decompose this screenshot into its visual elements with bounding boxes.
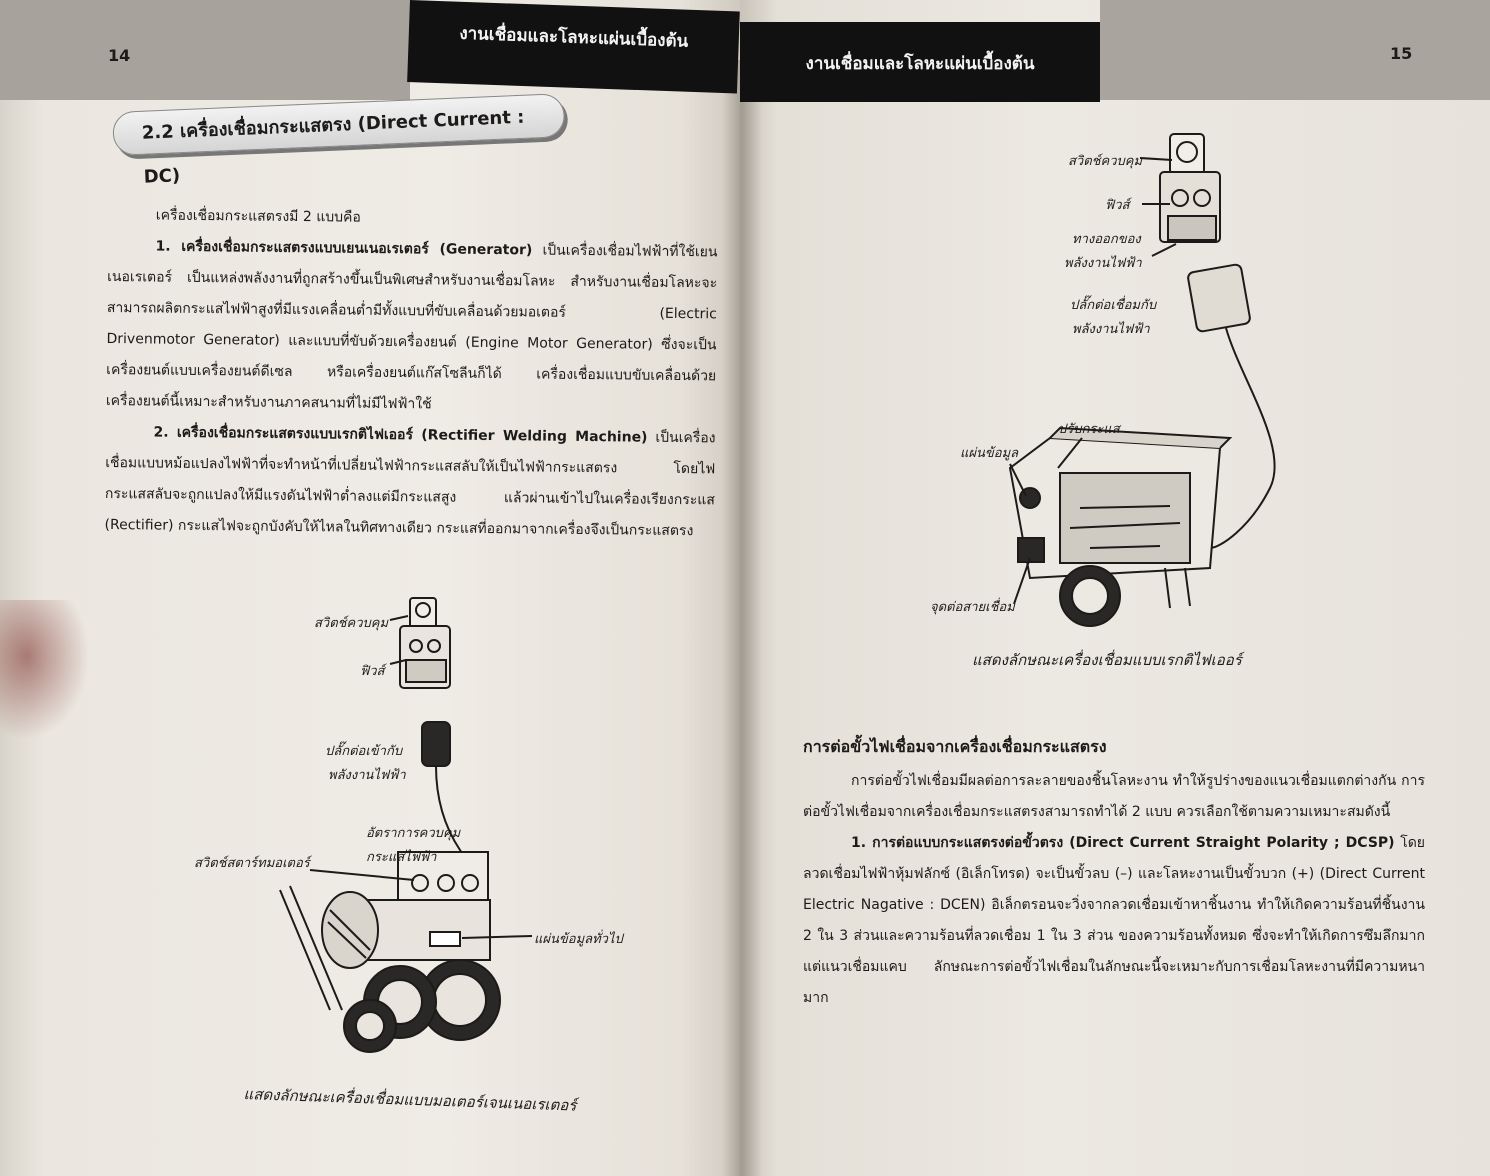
rectifier-illustration: [1008, 133, 1276, 627]
left-label-rate-2: กระแสไฟฟ้า: [366, 850, 437, 865]
left-label-fuse: ฟิวส์: [360, 664, 385, 679]
polarity-intro-paragraph: การต่อขั้วไฟเชื่อมมีผลต่อการละลายของชิ้น…: [803, 773, 1425, 820]
polarity-section-heading: การต่อขั้วไฟเชื่อมจากเครื่องเชื่อมกระแสต…: [803, 737, 1107, 756]
right-page-top-band: [1100, 0, 1490, 100]
right-label-outlet-2: พลังงานไฟฟ้า: [1064, 256, 1142, 271]
left-label-info-plate: แผ่นข้อมูลทั่วไป: [534, 932, 623, 947]
left-label-plug: ปลั๊กต่อเข้ากับ: [325, 744, 403, 759]
left-body-text: เครื่องเชื่อมกระแสตรงมี 2 แบบคือ 1. เครื…: [104, 200, 718, 547]
right-label-info-plate: แผ่นข้อมูล: [960, 446, 1019, 461]
right-label-fuse: ฟิวส์: [1105, 198, 1130, 213]
left-label-plug-2: พลังงานไฟฟ้า: [328, 768, 406, 783]
dcsp-heading: 1. การต่อแบบกระแสตรงต่อขั้วตรง (Direct C…: [851, 835, 1395, 851]
left-running-header: งานเชื่อมและโลหะแผ่นเบื้องต้น: [407, 0, 740, 94]
book-spine-shadow: [722, 60, 762, 1176]
left-label-rate: อัตราการควบคุม: [366, 826, 461, 841]
right-label-adjust: ปรับกระแส: [1058, 422, 1120, 437]
right-body-text: การต่อขั้วไฟเชื่อมจากเครื่องเชื่อมกระแสต…: [803, 735, 1425, 1014]
right-label-plug: ปลั๊กต่อเชื่อมกับ: [1070, 298, 1157, 313]
generator-heading: 1. เครื่องเชื่อมกระแสตรงแบบเยนเนอเรเตอร์…: [155, 238, 533, 259]
left-page: [0, 0, 740, 1176]
generator-paragraph: 1. เครื่องเชื่อมกระแสตรงแบบเยนเนอเรเตอร์…: [106, 231, 718, 423]
left-page-top-band: [0, 0, 410, 100]
left-label-motor-switch: สวิตช์สตาร์ทมอเตอร์: [194, 856, 310, 871]
page-stain: [0, 600, 90, 740]
right-label-terminal: จุดต่อสายเชื่อม: [930, 600, 1015, 615]
rectifier-heading: 2. เครื่องเชื่อมกระแสตรงแบบเรกติไฟเออร์ …: [153, 424, 648, 446]
left-label-control-switch: สวิตช์ควบคุม: [314, 616, 389, 631]
rectifier-text: เป็นเครื่องเชื่อมแบบหม้อแปลงไฟฟ้าที่จะทำ…: [104, 429, 716, 540]
right-label-outlet: ทางออกของ: [1072, 232, 1141, 247]
right-figure-caption: แสดงลักษณะเครื่องเชื่อมแบบเรกติไฟเออร์: [972, 651, 1242, 669]
left-page-number: 14: [108, 46, 131, 65]
right-running-header: งานเชื่อมและโลหะแผ่นเบื้องต้น: [740, 22, 1100, 102]
generator-text: เป็นเครื่องเชื่อมไฟฟ้าที่ใช้เยนเนอเรเตอร…: [105, 242, 718, 413]
right-label-control-switch: สวิตช์ควบคุม: [1068, 154, 1143, 169]
right-page-number: 15: [1390, 44, 1413, 63]
motor-generator-illustration: [279, 597, 533, 1053]
rectifier-paragraph: 2. เครื่องเชื่อมกระแสตรงแบบเรกติไฟเออร์ …: [104, 417, 716, 547]
right-label-plug-2: พลังงานไฟฟ้า: [1072, 322, 1150, 337]
dcsp-paragraph: 1. การต่อแบบกระแสตรงต่อขั้วตรง (Direct C…: [803, 828, 1425, 1014]
dcsp-text: โดยลวดเชื่อมไฟฟ้าหุ้มฟลักซ์ (อิเล็กโทรด)…: [803, 835, 1426, 1006]
